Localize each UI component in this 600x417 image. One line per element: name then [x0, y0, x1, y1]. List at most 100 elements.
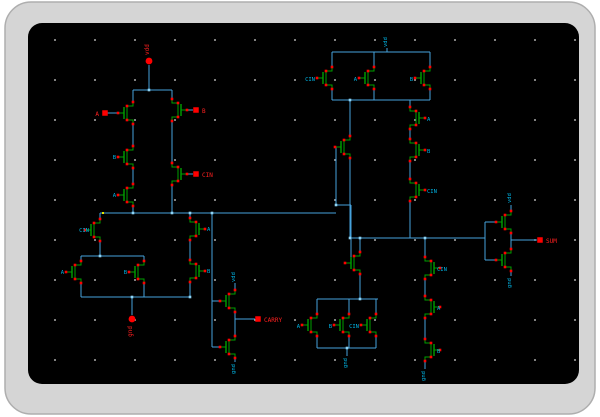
- net-label-B[interactable]: B: [427, 149, 431, 155]
- terminal-dot: [188, 216, 192, 220]
- net-label-vdd[interactable]: vdd: [231, 272, 237, 282]
- pin-marker-square[interactable]: [537, 237, 543, 243]
- transistor-nmos[interactable]: [494, 247, 513, 273]
- net-label-gnd[interactable]: gnd: [507, 278, 513, 288]
- wire-junction: [210, 211, 214, 215]
- transistor-nmos[interactable]: [83, 217, 102, 243]
- grid-dot: [94, 39, 96, 41]
- transistor-pmos[interactable]: [170, 161, 189, 187]
- pin-CIN[interactable]: CIN: [193, 171, 213, 179]
- net-label-vdd[interactable]: vdd: [507, 193, 513, 203]
- transistor-nmos[interactable]: [218, 334, 237, 360]
- net-label-A[interactable]: A: [61, 270, 65, 276]
- pin-marker-circle[interactable]: [128, 315, 136, 323]
- net-label-B[interactable]: B: [124, 270, 128, 276]
- net-label-CIN[interactable]: CIN: [349, 324, 359, 330]
- grid-dot: [254, 239, 256, 241]
- pin-SUM[interactable]: SUM: [537, 237, 557, 245]
- transistor-pmos[interactable]: [408, 105, 427, 131]
- transistor-pmos[interactable]: [333, 134, 352, 160]
- terminal-dot: [413, 76, 417, 80]
- pmos-channel: [171, 163, 179, 185]
- transistor-nmos[interactable]: [188, 216, 207, 242]
- grid-dot: [494, 119, 496, 121]
- net-label-A[interactable]: A: [113, 193, 117, 199]
- terminal-dot: [357, 76, 361, 80]
- grid-dot: [214, 159, 216, 161]
- pin-CARRY[interactable]: CARRY: [255, 316, 282, 324]
- pmos-channel: [325, 67, 333, 89]
- transistor-nmos[interactable]: [343, 250, 362, 276]
- net-label-CIN[interactable]: CIN: [305, 77, 315, 83]
- grid-dot: [414, 39, 416, 41]
- terminal-dot: [414, 109, 418, 113]
- net-label-CIN[interactable]: CIN: [427, 189, 437, 195]
- transistor-nmos[interactable]: [423, 337, 442, 363]
- terminal-dot: [98, 239, 102, 243]
- net-label-B[interactable]: B: [437, 349, 441, 355]
- terminal-dot: [423, 277, 427, 281]
- grid-dot: [294, 359, 296, 361]
- net-label-B[interactable]: B: [410, 77, 414, 83]
- nmos-channel: [189, 260, 197, 282]
- grid-dot: [574, 279, 576, 281]
- transistor-pmos[interactable]: [116, 182, 135, 208]
- pin-marker-circle[interactable]: [145, 57, 153, 65]
- grid-dot: [374, 119, 376, 121]
- terminal-dot: [227, 306, 231, 310]
- pin-marker-square[interactable]: [102, 110, 108, 116]
- net-label-B[interactable]: B: [329, 324, 333, 330]
- pin-marker-square[interactable]: [255, 316, 261, 322]
- net-label-A[interactable]: A: [207, 227, 211, 233]
- pin-A[interactable]: A: [95, 110, 108, 118]
- pin-gnd[interactable]: gnd: [127, 315, 136, 337]
- grid-dot: [454, 319, 456, 321]
- net-label-gnd[interactable]: gnd: [343, 358, 349, 368]
- transistor-pmos[interactable]: [408, 177, 427, 203]
- net-label-A[interactable]: A: [437, 306, 441, 312]
- net-label-A[interactable]: A: [354, 77, 358, 83]
- transistor-pmos[interactable]: [408, 137, 427, 163]
- grid-dot: [574, 39, 576, 41]
- pin-B[interactable]: B: [193, 107, 206, 115]
- nmos-channel: [424, 296, 432, 318]
- net-label-CIN[interactable]: CIN: [79, 228, 89, 234]
- grid-dot: [534, 159, 536, 161]
- schematic-canvas[interactable]: [28, 23, 579, 384]
- net-label-B[interactable]: B: [113, 155, 117, 161]
- pin-marker-square[interactable]: [193, 107, 199, 113]
- terminal-dot: [315, 334, 319, 338]
- net-label-A[interactable]: A: [427, 117, 431, 123]
- transistor-nmos[interactable]: [332, 312, 351, 338]
- net-label-gnd[interactable]: gnd: [421, 371, 427, 381]
- pin-vdd[interactable]: vdd: [144, 44, 153, 65]
- transistor-pmos[interactable]: [357, 65, 376, 91]
- transistor-pmos[interactable]: [413, 65, 432, 91]
- pmos-channel: [171, 99, 179, 121]
- transistor-pmos[interactable]: [315, 65, 334, 91]
- transistor-nmos[interactable]: [127, 259, 146, 285]
- transistor-nmos[interactable]: [423, 255, 442, 281]
- net-label-CIN[interactable]: CIN: [437, 267, 447, 273]
- transistor-pmos[interactable]: [170, 97, 189, 123]
- transistor-pmos[interactable]: [116, 100, 135, 126]
- grid-dot: [494, 319, 496, 321]
- terminal-dot: [343, 261, 347, 265]
- terminal-dot: [309, 316, 313, 320]
- transistor-pmos[interactable]: [218, 288, 237, 314]
- transistor-nmos[interactable]: [423, 294, 442, 320]
- net-label-gnd[interactable]: gnd: [231, 364, 237, 374]
- transistor-nmos[interactable]: [300, 312, 319, 338]
- transistor-pmos[interactable]: [494, 209, 513, 235]
- grid-dot: [574, 79, 576, 81]
- transistor-pmos[interactable]: [116, 144, 135, 170]
- transistor-nmos[interactable]: [64, 259, 83, 285]
- transistor-nmos[interactable]: [188, 258, 207, 284]
- net-label-vdd[interactable]: vdd: [383, 37, 389, 47]
- grid-dot: [454, 119, 456, 121]
- net-label-B[interactable]: B: [207, 269, 211, 275]
- transistor-nmos[interactable]: [359, 312, 378, 338]
- net-label-A[interactable]: A: [297, 324, 301, 330]
- grid-dot: [294, 159, 296, 161]
- pin-marker-square[interactable]: [193, 171, 199, 177]
